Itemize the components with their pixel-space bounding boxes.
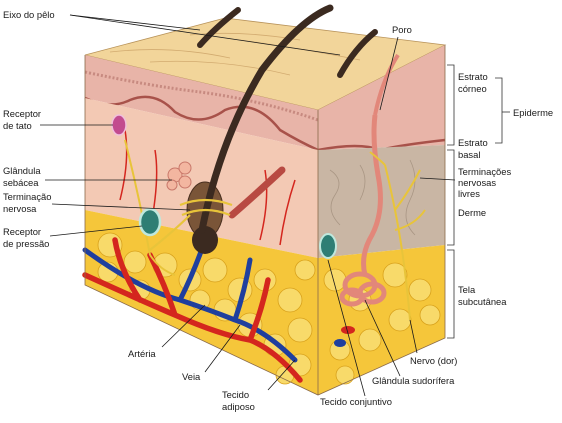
label-receptor-tato-2: de tato (3, 120, 32, 131)
label-nervo-dor: Nervo (dor) (410, 355, 457, 366)
hair-shaft-left (197, 7, 241, 48)
layer-brackets (447, 64, 510, 339)
sebaceous-gland (166, 161, 192, 191)
tactile-receptor (111, 114, 127, 136)
epidermis-front (85, 55, 318, 150)
label-estrato-corneo-1: Estrato (458, 71, 488, 82)
label-tela-subcutanea-1: Tela (458, 284, 476, 295)
label-epiderme: Epiderme (513, 107, 553, 118)
label-veia: Veia (182, 371, 201, 382)
leader-lines (40, 14, 456, 397)
dermis-side-vessel-2 (334, 339, 346, 347)
skin-surface-wrinkles (109, 32, 361, 76)
pressure-receptor-front (138, 207, 162, 237)
label-terminacao-nervosa-2: nervosa (3, 203, 37, 214)
label-receptor-pressao-1: Receptor (3, 226, 41, 237)
sweat-pore-duct (373, 53, 400, 116)
label-tela-subcutanea-2: subcutânea (458, 296, 507, 307)
label-poro: Poro (392, 24, 412, 35)
label-terminacao-nervosa-1: Terminação (3, 191, 51, 202)
label-terminacoes-livres-2: nervosas (458, 177, 496, 188)
artery-network (82, 237, 303, 383)
dermis-side-vessel (341, 326, 355, 334)
label-derme: Derme (458, 207, 486, 218)
label-eixo-pelo: Eixo do pêlo (3, 9, 55, 20)
free-nerve-endings (369, 151, 426, 321)
label-glandula-sebacea-2: sebácea (3, 177, 39, 188)
label-glandula-sudorifera: Glândula sudorífera (372, 375, 455, 386)
hair-shaft-main (198, 4, 334, 234)
dermal-capillaries (119, 129, 296, 246)
label-arteria: Artéria (128, 348, 156, 359)
label-tecido-adiposo-1: Tecido (222, 389, 249, 400)
label-terminacoes-livres-1: Terminações (458, 166, 511, 177)
arrector-pili-muscle (228, 166, 286, 219)
sweat-gland-duct (361, 114, 383, 276)
pressure-receptor-side (319, 233, 337, 259)
label-terminacoes-livres-3: livres (458, 188, 480, 199)
basal-layer-front (84, 95, 319, 152)
sweat-gland-coil (339, 271, 387, 307)
epidermis-side (318, 45, 445, 150)
hair-shaft-right (337, 29, 378, 78)
label-glandula-sebacea-1: Glândula (3, 165, 41, 176)
dermal-nerves (124, 139, 176, 276)
label-receptor-pressao-2: de pressão (3, 238, 49, 249)
hair-bulb (192, 226, 218, 254)
epidermis-cell-band (84, 70, 319, 122)
hair-nerve-wrap (149, 198, 233, 251)
label-tecido-conjuntivo: Tecido conjuntivo (320, 396, 392, 407)
label-estrato-basal-2: basal (458, 149, 480, 160)
label-estrato-basal-1: Estrato (458, 137, 488, 148)
label-receptor-tato-1: Receptor (3, 108, 41, 119)
label-tecido-adiposo-2: adiposo (222, 401, 255, 412)
block-outline (84, 45, 446, 396)
label-estrato-corneo-2: córneo (458, 83, 487, 94)
